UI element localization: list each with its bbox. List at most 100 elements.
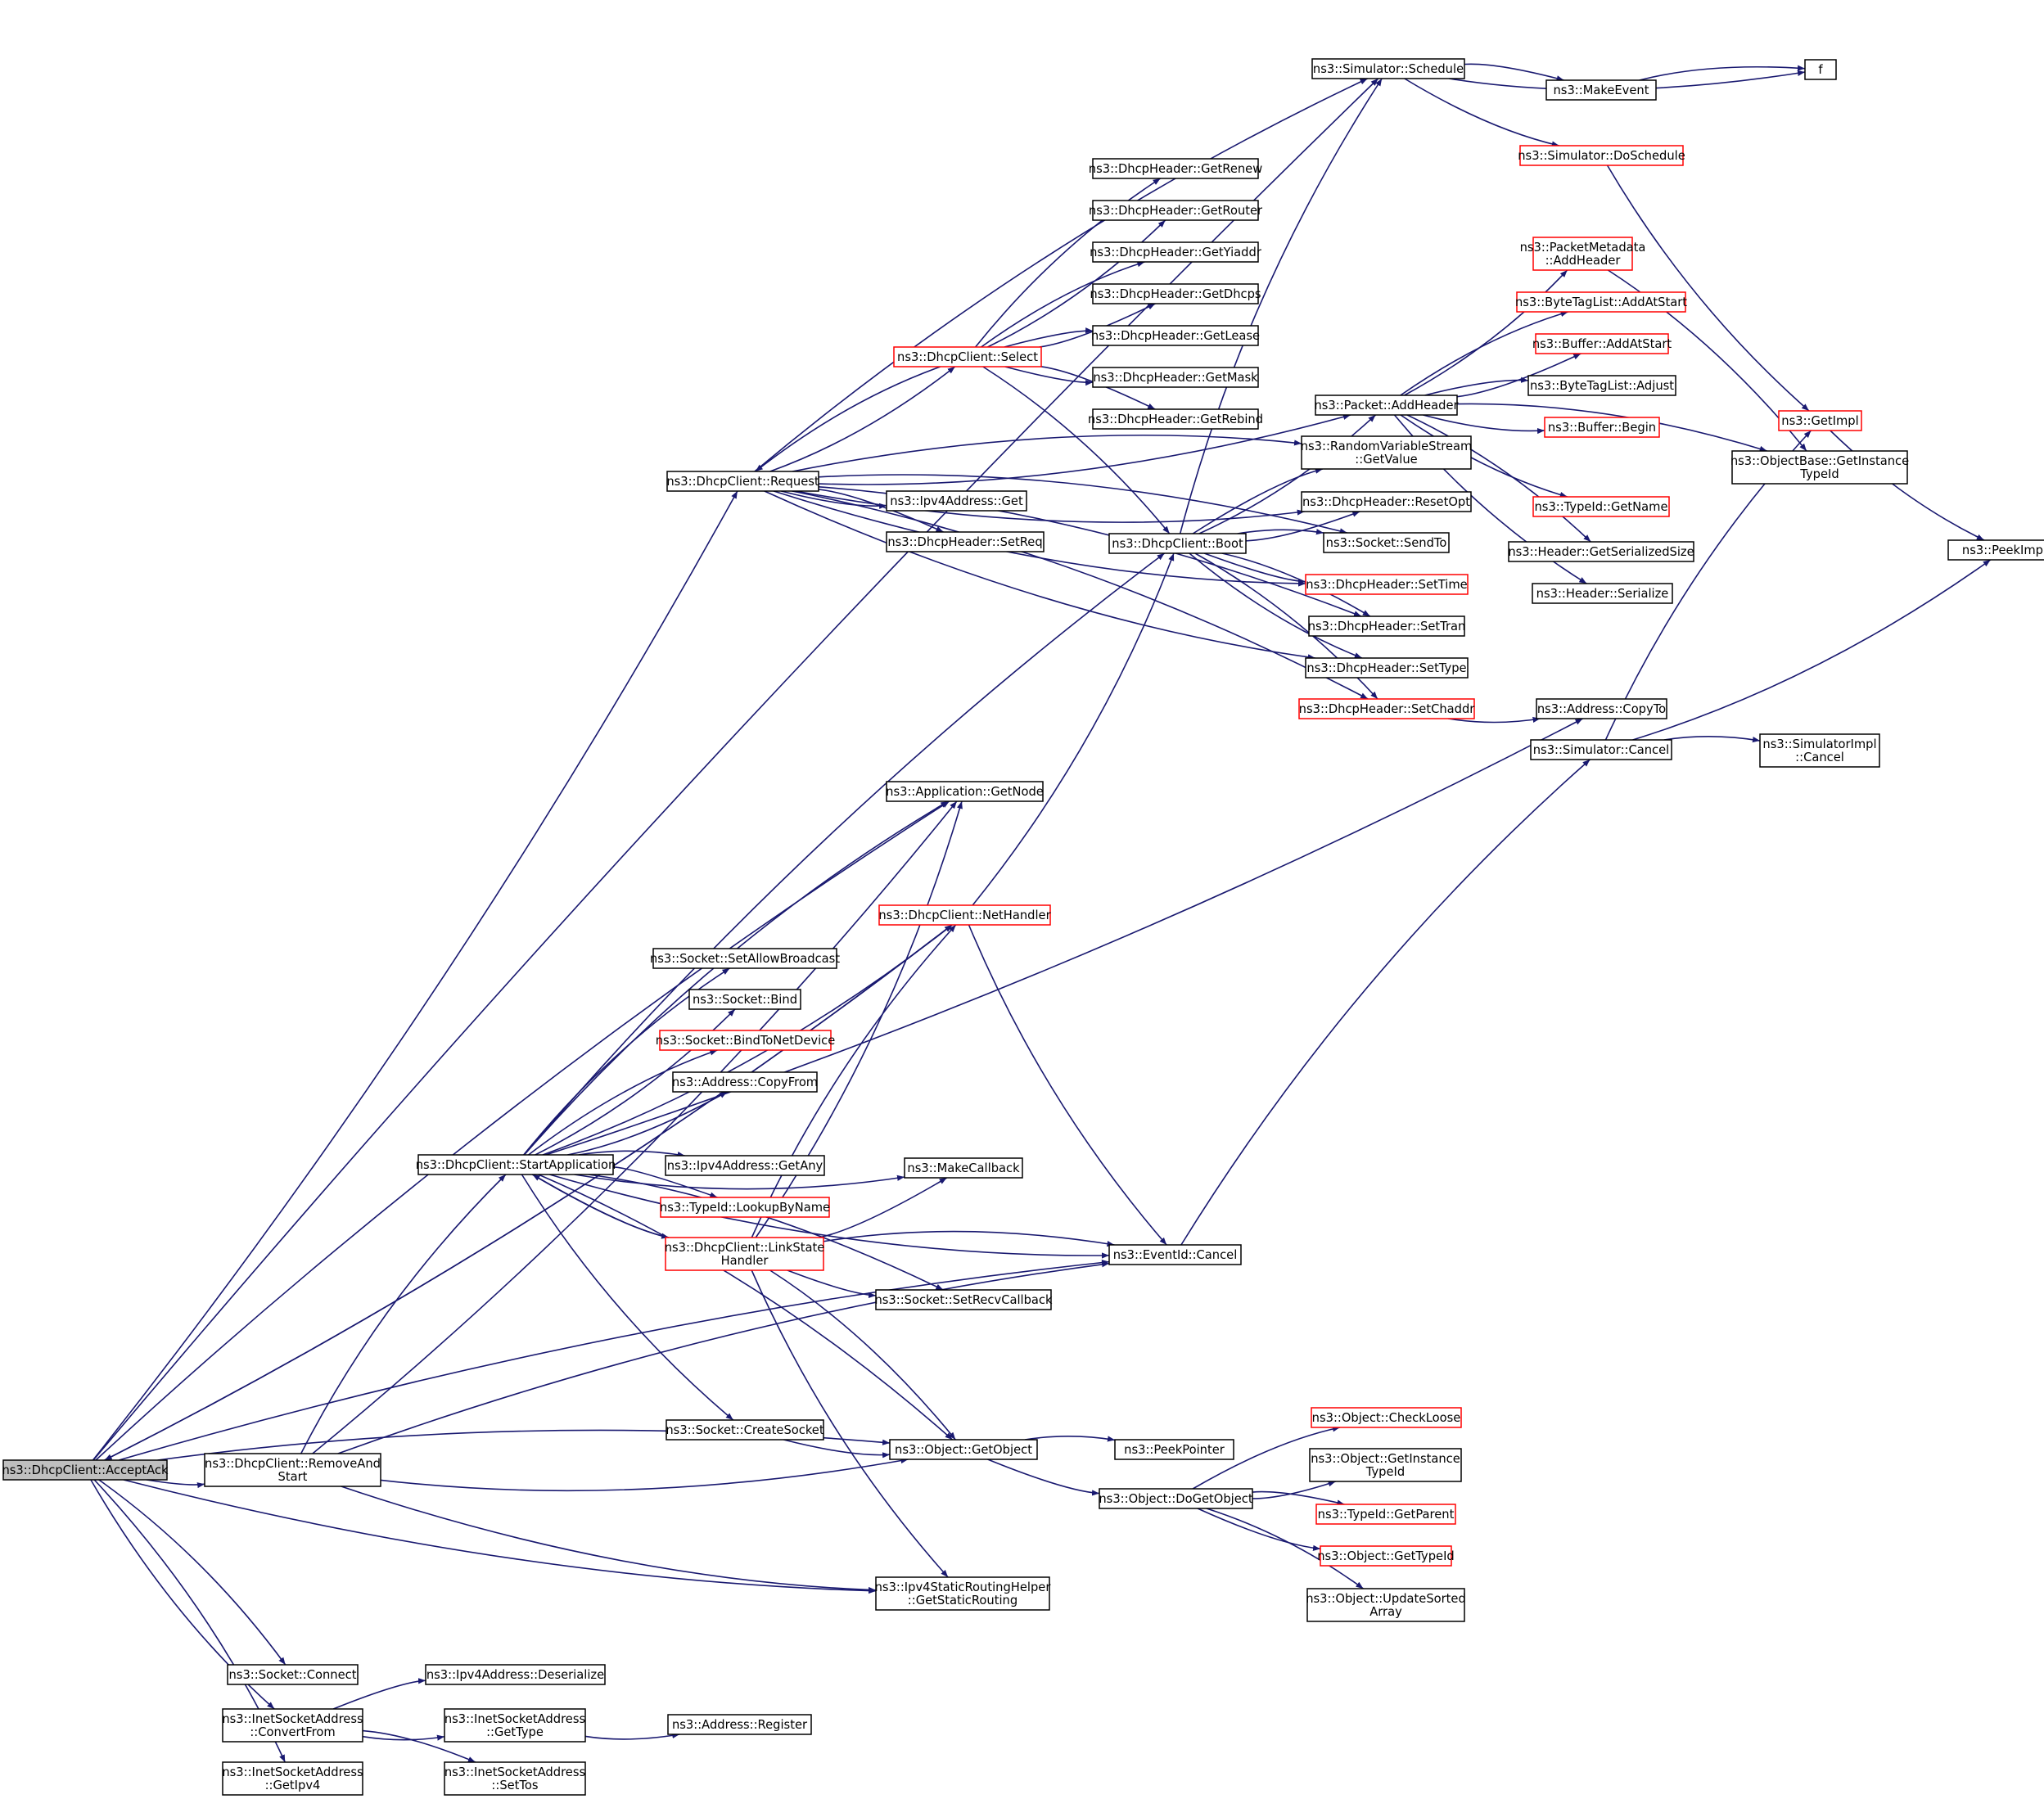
- node-box-getstaticrouting[interactable]: [875, 1576, 1050, 1611]
- node-box-setrecvcallback[interactable]: [875, 1289, 1052, 1310]
- node-box-obj_gti[interactable]: [1309, 1448, 1462, 1482]
- node-register[interactable]: ns3::Address::Register: [667, 1714, 812, 1735]
- node-select[interactable]: ns3::DhcpClient::Select: [893, 346, 1042, 367]
- node-box-f[interactable]: [1804, 59, 1837, 80]
- node-btl_addatstart[interactable]: ns3::ByteTagList::AddAtStart: [1515, 291, 1687, 313]
- node-box-eventid_cancel[interactable]: [1108, 1244, 1242, 1265]
- node-box-typeid_getname[interactable]: [1532, 496, 1670, 517]
- node-box-lookupbyname[interactable]: [660, 1197, 830, 1218]
- node-box-convertfrom[interactable]: [222, 1708, 363, 1743]
- node-ipv4_get[interactable]: ns3::Ipv4Address::Get: [886, 490, 1027, 512]
- node-getmask[interactable]: ns3::DhcpHeader::GetMask: [1092, 367, 1259, 388]
- node-box-obase_gti[interactable]: [1731, 450, 1908, 485]
- node-box-getimpl[interactable]: [1778, 410, 1862, 431]
- node-box-setreq[interactable]: [886, 531, 1045, 552]
- node-getrebind[interactable]: ns3::DhcpHeader::GetRebind: [1088, 408, 1263, 430]
- node-box-deserialize[interactable]: [425, 1664, 606, 1685]
- node-getnode[interactable]: ns3::Application::GetNode: [886, 781, 1044, 802]
- node-settime[interactable]: ns3::DhcpHeader::SetTime: [1305, 574, 1469, 595]
- node-box-ipv4_get[interactable]: [886, 490, 1027, 512]
- node-box-resetopt[interactable]: [1301, 491, 1472, 512]
- node-box-getany[interactable]: [665, 1155, 825, 1176]
- node-box-acceptack[interactable]: [2, 1459, 168, 1481]
- node-copyto[interactable]: ns3::Address::CopyTo: [1536, 698, 1667, 719]
- node-convertfrom[interactable]: ns3::InetSocketAddress::ConvertFrom: [222, 1708, 363, 1743]
- node-request[interactable]: ns3::DhcpClient::Request: [666, 471, 819, 492]
- node-sendto[interactable]: ns3::Socket::SendTo: [1323, 532, 1450, 553]
- node-peekimpl[interactable]: ns3::PeekImpl: [1947, 539, 2044, 561]
- node-box-settime[interactable]: [1305, 574, 1469, 595]
- node-box-request[interactable]: [666, 471, 819, 492]
- node-box-checkloose[interactable]: [1311, 1407, 1462, 1428]
- node-box-makecallback[interactable]: [904, 1157, 1023, 1179]
- node-box-sendto[interactable]: [1323, 532, 1450, 553]
- node-lookupbyname[interactable]: ns3::TypeId::LookupByName: [660, 1197, 830, 1218]
- node-box-createsocket[interactable]: [666, 1419, 824, 1441]
- node-box-bindtonetdevice[interactable]: [659, 1030, 832, 1051]
- node-getany[interactable]: ns3::Ipv4Address::GetAny: [665, 1155, 825, 1176]
- node-getobject[interactable]: ns3::Object::GetObject: [889, 1439, 1038, 1460]
- node-serialize[interactable]: ns3::Header::Serialize: [1532, 583, 1673, 604]
- node-sim_cancel[interactable]: ns3::Simulator::Cancel: [1530, 739, 1672, 760]
- node-getyiaddr[interactable]: ns3::DhcpHeader::GetYiaddr: [1090, 241, 1262, 263]
- node-box-schedule[interactable]: [1311, 58, 1465, 79]
- node-box-connect[interactable]: [227, 1664, 359, 1685]
- node-getstaticrouting[interactable]: ns3::Ipv4StaticRoutingHelper::GetStaticR…: [875, 1576, 1052, 1611]
- node-bind[interactable]: ns3::Socket::Bind: [688, 989, 801, 1010]
- node-box-bind[interactable]: [688, 989, 801, 1010]
- node-box-gettypeid[interactable]: [1320, 1545, 1452, 1567]
- node-buf_begin[interactable]: ns3::Buffer::Begin: [1544, 417, 1660, 438]
- node-box-copyto[interactable]: [1536, 698, 1667, 719]
- node-box-btl_adjust[interactable]: [1527, 375, 1676, 396]
- node-typeid_getname[interactable]: ns3::TypeId::GetName: [1532, 496, 1670, 517]
- node-box-getmask[interactable]: [1092, 367, 1259, 388]
- node-simimpl_cancel[interactable]: ns3::SimulatorImpl::Cancel: [1759, 733, 1880, 768]
- node-connect[interactable]: ns3::Socket::Connect: [227, 1664, 359, 1685]
- node-box-peekimpl[interactable]: [1947, 539, 2044, 561]
- node-box-updatesorted[interactable]: [1306, 1588, 1465, 1622]
- node-box-getyiaddr[interactable]: [1092, 241, 1259, 263]
- node-settos[interactable]: ns3::InetSocketAddress::SetTos: [444, 1761, 586, 1796]
- node-box-dogetobject[interactable]: [1099, 1488, 1253, 1509]
- node-settype[interactable]: ns3::DhcpHeader::SetType: [1305, 657, 1469, 679]
- node-deserialize[interactable]: ns3::Ipv4Address::Deserialize: [425, 1664, 606, 1685]
- node-getdhcps[interactable]: ns3::DhcpHeader::GetDhcps: [1090, 283, 1261, 304]
- node-acceptack[interactable]: ns3::DhcpClient::AcceptAck: [2, 1459, 169, 1481]
- node-box-getserializedsize[interactable]: [1508, 541, 1694, 562]
- node-dogetobject[interactable]: ns3::Object::DoGetObject: [1099, 1488, 1253, 1509]
- node-box-simimpl_cancel[interactable]: [1759, 733, 1880, 768]
- node-box-buf_addatstart[interactable]: [1535, 333, 1669, 354]
- node-box-register[interactable]: [667, 1714, 812, 1735]
- node-addmeta[interactable]: ns3::PacketMetadata::AddHeader: [1520, 237, 1646, 271]
- node-boot[interactable]: ns3::DhcpClient::Boot: [1108, 533, 1247, 554]
- node-box-getrouter[interactable]: [1092, 200, 1259, 221]
- node-eventid_cancel[interactable]: ns3::EventId::Cancel: [1108, 1244, 1242, 1265]
- node-box-isa_gettype[interactable]: [444, 1708, 586, 1743]
- node-box-removeandstart[interactable]: [204, 1453, 381, 1487]
- node-f[interactable]: f: [1804, 59, 1837, 80]
- node-box-rvs_getvalue[interactable]: [1301, 435, 1472, 470]
- node-isa_gettype[interactable]: ns3::InetSocketAddress::GetType: [444, 1708, 586, 1743]
- node-getserializedsize[interactable]: ns3::Header::GetSerializedSize: [1508, 541, 1694, 562]
- node-box-getdhcps[interactable]: [1092, 283, 1259, 304]
- node-getrenew[interactable]: ns3::DhcpHeader::GetRenew: [1089, 158, 1262, 179]
- node-addheader[interactable]: ns3::Packet::AddHeader: [1314, 395, 1459, 416]
- node-setreq[interactable]: ns3::DhcpHeader::SetReq: [886, 531, 1045, 552]
- node-box-boot[interactable]: [1108, 533, 1247, 554]
- node-getparent[interactable]: ns3::TypeId::GetParent: [1315, 1504, 1456, 1525]
- node-resetopt[interactable]: ns3::DhcpHeader::ResetOpt: [1301, 491, 1472, 512]
- node-getimpl[interactable]: ns3::GetImpl: [1778, 410, 1862, 431]
- node-buf_addatstart[interactable]: ns3::Buffer::AddAtStart: [1532, 333, 1672, 354]
- node-createsocket[interactable]: ns3::Socket::CreateSocket: [666, 1419, 824, 1441]
- node-box-getipv4[interactable]: [222, 1761, 363, 1796]
- node-gettypeid[interactable]: ns3::Object::GetTypeId: [1317, 1545, 1455, 1567]
- node-getlease[interactable]: ns3::DhcpHeader::GetLease: [1091, 325, 1260, 346]
- node-setchaddr[interactable]: ns3::DhcpHeader::SetChaddr: [1298, 698, 1476, 719]
- node-box-serialize[interactable]: [1532, 583, 1673, 604]
- node-bindtonetdevice[interactable]: ns3::Socket::BindToNetDevice: [656, 1030, 836, 1051]
- node-copyfrom[interactable]: ns3::Address::CopyFrom: [672, 1071, 818, 1093]
